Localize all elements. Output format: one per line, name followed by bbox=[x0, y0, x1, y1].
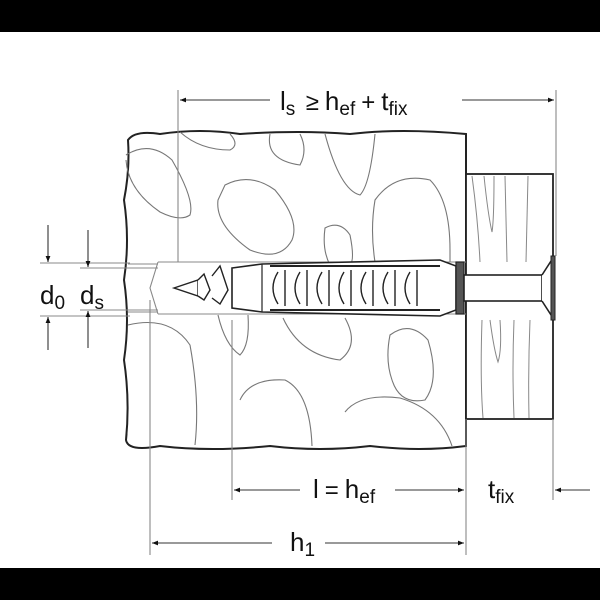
label-ls-main: l bbox=[280, 86, 286, 116]
diagram-canvas: ls ≥hef+tfix d0 ds l=hef tfix h1 bbox=[0, 32, 600, 568]
label-d0-sub: 0 bbox=[54, 293, 66, 314]
anchor-drawing bbox=[40, 90, 590, 555]
screw bbox=[171, 255, 556, 321]
label-h1-h: h bbox=[290, 527, 305, 557]
label-eq: = bbox=[324, 477, 339, 504]
label-l: l bbox=[313, 474, 319, 504]
label-tfix-t: t bbox=[488, 474, 496, 504]
label-ls-plus: + bbox=[361, 89, 376, 116]
label-ls-t: t bbox=[381, 86, 389, 116]
label-ls-fix: fix bbox=[388, 99, 408, 120]
label-d0-main: d bbox=[40, 280, 55, 310]
label-d0: d0 bbox=[40, 280, 65, 313]
label-ls-ef: ef bbox=[339, 99, 356, 120]
dimension-lines bbox=[40, 90, 557, 555]
label-ls-h: h bbox=[324, 86, 340, 116]
label-hef-h: h bbox=[344, 474, 360, 504]
label-h1: h1 bbox=[290, 527, 315, 560]
label-ds-sub: s bbox=[94, 293, 104, 314]
label-ls-relation: ≥ bbox=[305, 89, 319, 116]
label-l-hef: l=hef bbox=[313, 474, 375, 507]
label-tfix-fix: fix bbox=[495, 487, 515, 508]
label-ls-formula: ls ≥hef+tfix bbox=[280, 86, 407, 119]
label-ds: ds bbox=[80, 280, 104, 313]
label-hef-ef: ef bbox=[359, 487, 376, 508]
dimension-arrows bbox=[45, 97, 590, 546]
label-h1-sub: 1 bbox=[304, 540, 316, 561]
plastic-anchor bbox=[231, 259, 465, 317]
label-tfix: tfix bbox=[488, 474, 514, 507]
label-ls-sub: s bbox=[285, 99, 296, 120]
label-ds-main: d bbox=[80, 280, 95, 310]
